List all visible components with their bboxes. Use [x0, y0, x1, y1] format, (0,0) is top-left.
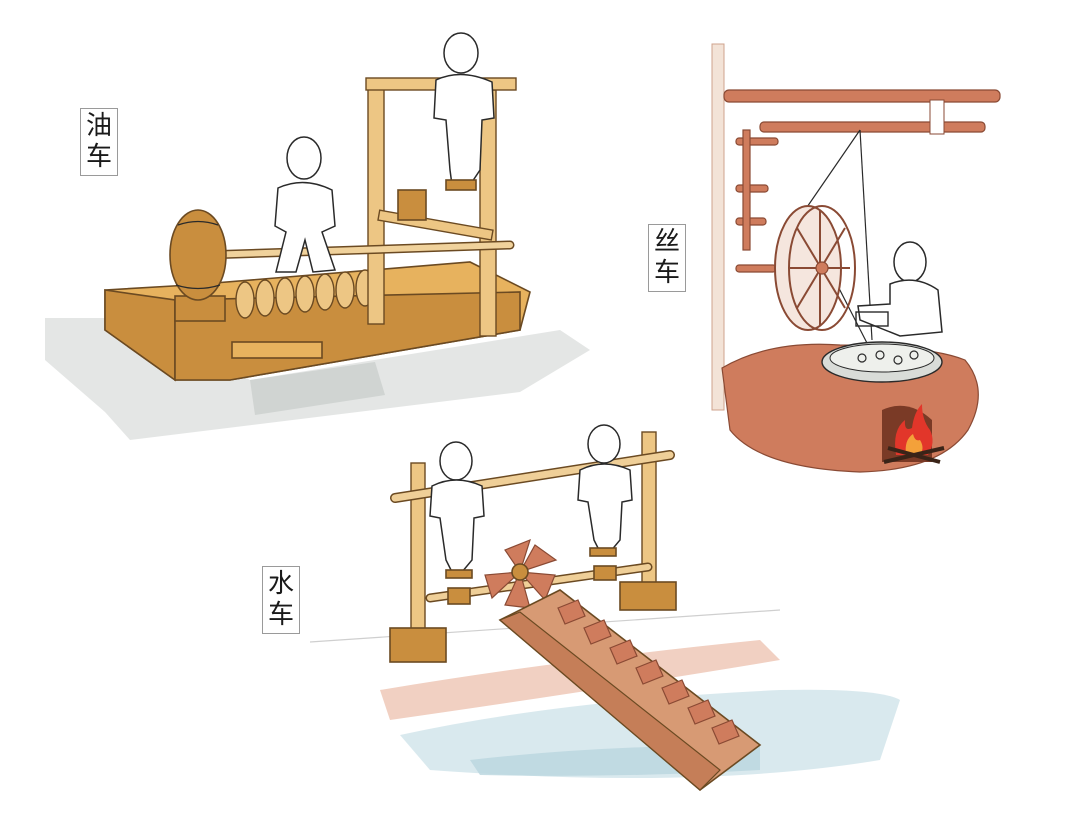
water-wheel-paddles — [484, 538, 558, 609]
label-oil-press-char-2: 车 — [85, 142, 112, 172]
label-silk-reel: 丝 车 — [648, 224, 686, 292]
water-wheel-worker-2 — [577, 424, 633, 581]
silk-stove — [721, 341, 979, 473]
oil-press-illustration — [45, 32, 590, 440]
water-chute — [498, 589, 762, 792]
fire-icon — [883, 404, 945, 464]
oil-press-worker-1 — [274, 136, 337, 273]
label-oil-press: 油 车 — [80, 108, 118, 176]
label-water-wheel-char-2: 车 — [267, 600, 294, 630]
label-silk-reel-char-1: 丝 — [653, 227, 680, 257]
label-water-wheel: 水 车 — [262, 566, 300, 634]
oil-press-worker-2 — [433, 32, 495, 191]
silk-reel-worker — [855, 241, 943, 337]
silk-reel-wheel — [774, 205, 856, 331]
label-oil-press-char-1: 油 — [85, 111, 112, 141]
water-wheel-illustration — [309, 424, 900, 792]
water-wheel-worker-1 — [429, 441, 485, 605]
label-silk-reel-char-2: 车 — [653, 258, 680, 288]
press-rollers — [235, 269, 375, 319]
silk-reel-illustration — [711, 43, 1001, 473]
label-water-wheel-char-1: 水 — [267, 569, 294, 599]
